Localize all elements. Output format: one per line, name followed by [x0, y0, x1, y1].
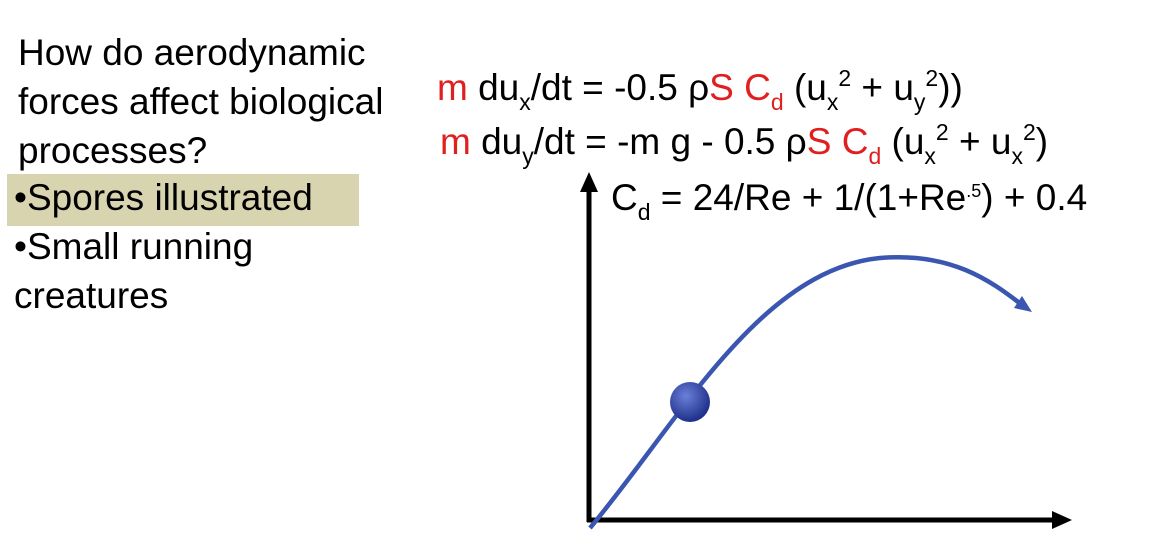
eq2-sq2: 2 [1022, 119, 1036, 145]
trajectory-curve [588, 254, 1024, 530]
trajectory-arrowhead [1014, 296, 1032, 312]
eq2-d-sub: d [868, 143, 882, 169]
eq1-drag-coef: Cd [744, 67, 784, 115]
eq1-mass: m [437, 67, 468, 108]
eq1-area: S [709, 67, 734, 108]
eq2-drag-coef: Cd [841, 121, 882, 169]
question-text: How do aerodynamic forces affect biologi… [18, 28, 428, 175]
eq2-close: ) [1035, 121, 1049, 162]
question-line-1: How do aerodynamic [18, 32, 366, 73]
eq2-c: C [841, 121, 869, 162]
eq1-mid: /dt = -0.5 [530, 67, 689, 108]
eq2-sq1: 2 [935, 119, 949, 145]
eq1-c: C [744, 67, 771, 108]
eq2-mass: m [440, 121, 471, 162]
eq1-plus: + u [851, 67, 914, 108]
eq1-d-sub: d [770, 89, 784, 115]
equation-x-momentum: m dux/dt = -0.5 ρS Cd (ux2 + uy2)) [437, 65, 963, 115]
eq1-sq2: 2 [925, 65, 939, 91]
question-line-3: processes? [18, 130, 208, 171]
bullet-item-creatures: creatures [14, 275, 169, 316]
eq2-y-sub: y [522, 143, 534, 169]
eq3-exp: .5 [966, 181, 982, 201]
eq3-end: ) + 0.4 [981, 177, 1088, 218]
eq1-x-sub: x [519, 89, 531, 115]
eq2-ux2-sub: x [1011, 143, 1023, 169]
question-line-2: forces affect biological [18, 81, 384, 122]
bullet-highlight [7, 174, 359, 226]
eq2-du: du [481, 121, 523, 162]
eq2-rho: ρ [785, 121, 807, 162]
eq1-uy-sub: y [913, 89, 926, 115]
eq1-du: du [478, 67, 520, 108]
eq1-paren-open: (u [783, 67, 827, 108]
eq3-mid: = 24/Re + 1/(1+Re [650, 177, 967, 218]
bullet-list: •Spores illustrated •Small running creat… [14, 173, 313, 320]
equation-drag-coefficient: Cd = 24/Re + 1/(1+Re.5) + 0.4 [611, 176, 1087, 226]
eq1-ux-sub: x [826, 89, 839, 115]
equation-y-momentum: m duy/dt = -m g - 0.5 ρS Cd (ux2 + ux2) [440, 119, 1049, 169]
x-axis-arrowhead [1052, 511, 1072, 529]
eq3-d-sub: d [637, 199, 651, 225]
eq1-rho: ρ [688, 67, 710, 108]
bullet-item-small-running: •Small running [14, 226, 254, 267]
eq2-paren-open: (u [881, 121, 925, 162]
eq1-close: )) [938, 67, 963, 108]
eq2-plus: + u [948, 121, 1012, 162]
eq2-mid: /dt = -m g - 0.5 [533, 121, 786, 162]
spore-particle [670, 382, 710, 422]
eq1-sq1: 2 [838, 65, 852, 91]
eq3-c: C [611, 177, 638, 218]
eq2-area: S [806, 121, 832, 162]
eq2-ux-sub: x [924, 143, 936, 169]
y-axis-arrowhead [580, 172, 598, 192]
bullet-item-spores: •Spores illustrated [14, 177, 313, 218]
